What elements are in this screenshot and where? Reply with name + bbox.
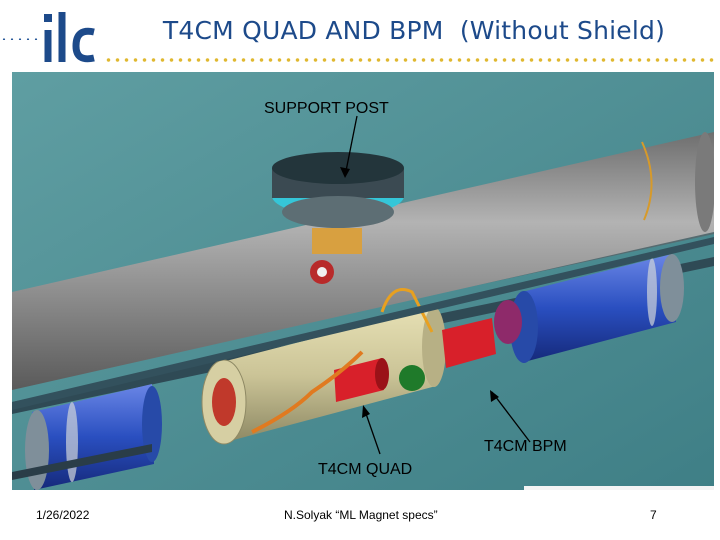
cad-render-image (12, 72, 714, 490)
decorative-dots-left (0, 38, 40, 40)
decorative-dots-title (104, 58, 716, 62)
t4cm-quad-label: T4CM QUAD (318, 461, 413, 478)
ilc-logo (44, 12, 95, 63)
footer-date: 1/26/2022 (36, 508, 90, 522)
page-number: 7 (650, 508, 657, 522)
footer-author: N.Solyak “ML Magnet specs” (284, 508, 438, 522)
support-post-label: SUPPORT POST (264, 100, 389, 117)
t4cm-bpm-label: T4CM BPM (484, 438, 567, 455)
slide-title: T4CM QUAD AND BPM (Without Shield) (162, 16, 666, 45)
